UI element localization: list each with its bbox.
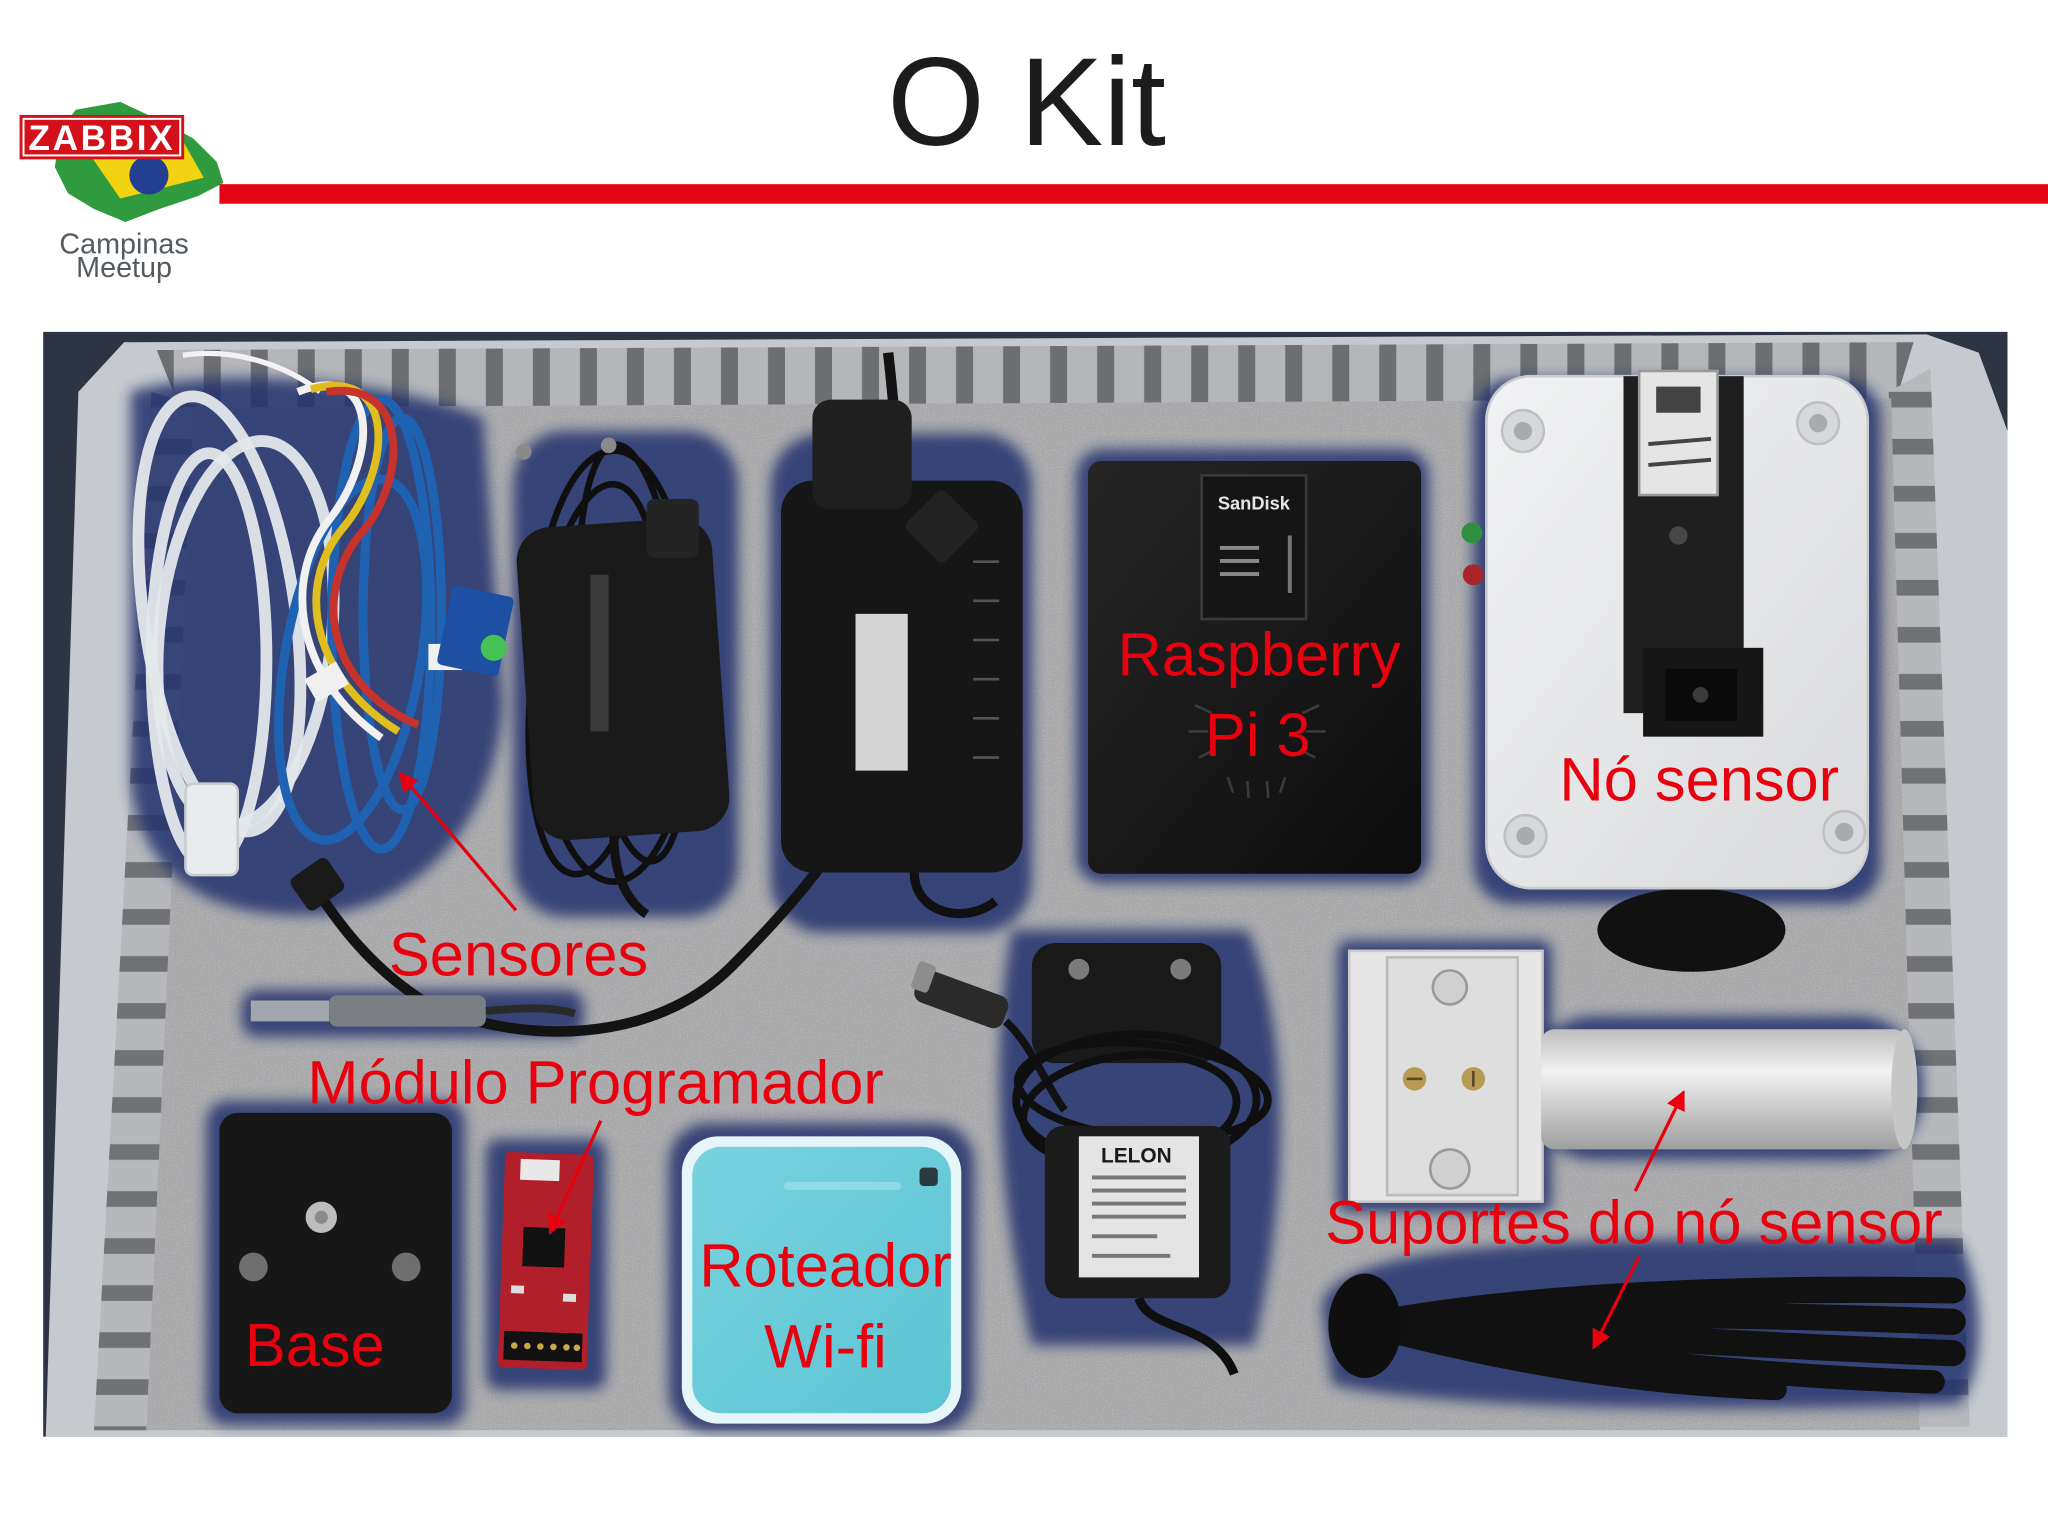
zabbix-badge [19, 114, 185, 160]
zabbix-badge-text: ZABBIX [28, 119, 175, 158]
small-power-charger [515, 437, 730, 919]
programmer-module [497, 1152, 594, 1371]
programmer-arrow [548, 1119, 603, 1235]
sd-card-brand: SanDisk [1218, 492, 1291, 513]
sensor-led [480, 634, 507, 661]
power-adapter [781, 399, 1023, 919]
base-plate [219, 1112, 452, 1414]
label-router-type: Wi-fi [764, 1313, 887, 1382]
label-base: Base [245, 1311, 385, 1380]
wifi-router [681, 1136, 962, 1424]
title-underline [219, 184, 2048, 204]
wall-charger: LELON [911, 943, 1272, 1376]
logo-city: Campinas [59, 228, 188, 260]
label-sensors: Sensores [389, 921, 648, 990]
case-right-wall [1888, 368, 1970, 1427]
charger-brand: LELON [1101, 1144, 1172, 1167]
label-programmer-module: Módulo Programador [307, 1049, 884, 1118]
label-sensor-node: Nó sensor [1559, 746, 1839, 815]
red-led [1462, 564, 1484, 586]
map-flag-globe [129, 155, 169, 195]
raspberry-pi-case: SanDisk [1088, 461, 1422, 874]
supports-arrow-tripod [1592, 1255, 1641, 1350]
aluminum-tube [1541, 1029, 1918, 1150]
raspberry-logo-icon [1188, 704, 1326, 799]
flexible-tripod [1328, 1273, 1966, 1401]
label-raspberry: Raspberry [1118, 620, 1401, 689]
sensors-cable-bundle [132, 350, 514, 877]
slide-title: O Kit [887, 31, 1166, 172]
sensor-node-box [1461, 369, 1870, 972]
usb-connector [250, 995, 576, 1027]
zabbix-campinas-meetup-logo: ZABBIX Campinas Meetup [19, 101, 224, 284]
sensor-node-bracket [1347, 949, 1544, 1203]
sd-card-adapter: SanDisk [1200, 474, 1308, 621]
sensors-arrow [398, 771, 518, 912]
case-top-wall [156, 342, 1914, 416]
logo-event: Meetup [76, 252, 172, 284]
supports-arrow-tube [1633, 1090, 1686, 1192]
label-sensor-node-supports: Suportes do nó sensor [1325, 1188, 1943, 1257]
green-led [1461, 522, 1483, 544]
label-router: Roteador [699, 1232, 951, 1301]
kit-photo: SanDisk [43, 331, 2008, 1437]
label-raspberry-model: Pi 3 [1205, 701, 1311, 770]
